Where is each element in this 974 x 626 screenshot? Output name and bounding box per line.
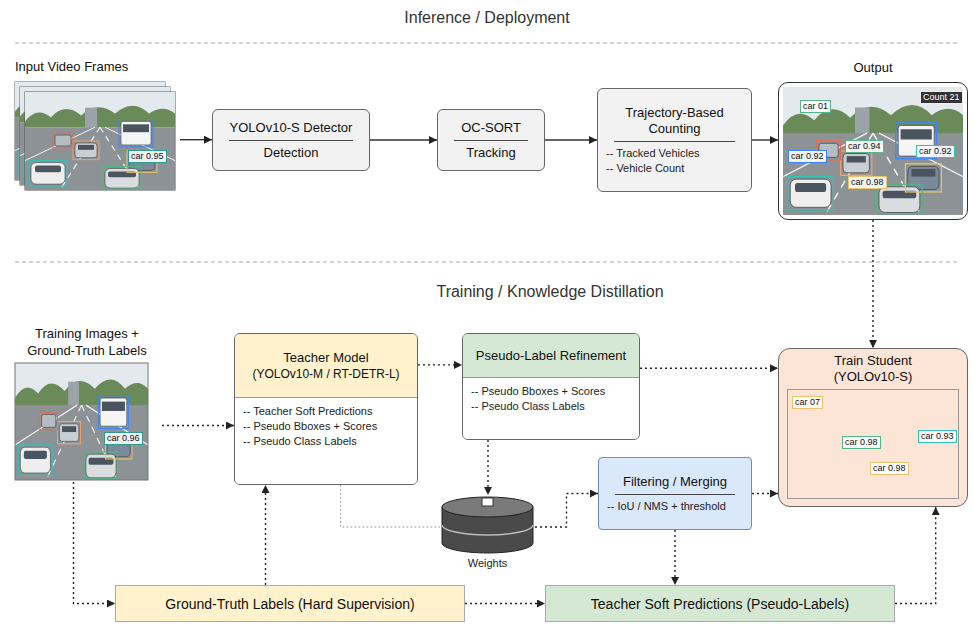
supervision-bar: Teacher Soft Predictions (Pseudo-Labels)	[545, 585, 895, 622]
node-text: Detection	[221, 145, 361, 161]
process-box: OC-SORT Tracking	[437, 109, 545, 171]
divider	[614, 141, 735, 142]
count-badge: Count 21	[920, 91, 963, 104]
cylinder-shape	[440, 495, 535, 555]
divider	[454, 140, 528, 141]
connector	[752, 493, 778, 494]
node-section: Teacher Model(YOLOv10-M / RT-DETR-L)	[235, 334, 417, 398]
image-panel: Training Images + Ground-Truth Labels	[12, 325, 162, 482]
cylinder-outline	[440, 495, 535, 555]
connector	[265, 485, 266, 585]
node-text: YOLOv10-S Detector	[221, 120, 361, 136]
detection-tag: car 0.92	[916, 145, 955, 158]
detection-tag: car 0.94	[845, 140, 884, 153]
node-text: Filtering / Merging	[607, 474, 743, 490]
connector	[487, 440, 488, 495]
process-box: Filtering / Merging -- IoU / NMS + thresh…	[598, 457, 752, 530]
detection-tag: car 0.96	[104, 432, 143, 445]
detection-tag: car 0.95	[128, 150, 167, 163]
connector	[180, 139, 212, 140]
node-text: Ground-Truth Labels (Hard Supervision)	[165, 595, 414, 613]
connector	[872, 220, 873, 348]
connector	[535, 494, 598, 528]
node-text: Weights	[440, 555, 535, 571]
process-box: YOLOv10-S DetectorDetection	[212, 109, 370, 171]
detection-tag: car 0.98	[870, 462, 909, 475]
detection-tag: car 0.98	[848, 176, 887, 189]
node-text: -- IoU / NMS + threshold	[607, 499, 743, 514]
node-text: (YOLOv10-S)	[779, 369, 967, 385]
connector	[895, 507, 936, 604]
connector	[674, 530, 675, 585]
detection-tag: car 07	[792, 396, 823, 409]
training-image	[15, 363, 148, 480]
node-text: -- Vehicle Count	[606, 161, 743, 176]
connector	[341, 485, 440, 527]
model-box: Teacher Model(YOLOv10-M / RT-DETR-L)-- T…	[234, 333, 418, 485]
section-title: Training / Knowledge Distillation	[300, 282, 800, 302]
detection-tag: car 01	[800, 100, 831, 113]
panel-heading: Training Images + Ground-Truth Labels	[12, 325, 162, 359]
node-text: -- Pseudo Bboxes + Scores	[243, 419, 409, 434]
node-text: (YOLOv10-M / RT-DETR-L)	[239, 366, 413, 382]
input-frames	[15, 82, 175, 190]
node-text: -- Pseudo Class Labels	[243, 434, 409, 449]
node-text: Teacher Soft Predictions (Pseudo-Labels)	[591, 595, 849, 613]
divider	[615, 494, 735, 495]
connector	[162, 425, 234, 426]
process-box: Pseudo-Label Refinement -- Pseudo Bboxes …	[462, 333, 640, 440]
node-text: Train Student	[779, 353, 967, 369]
node-section: -- Pseudo Bboxes + Scores-- Pseudo Class…	[463, 378, 639, 439]
output-image	[783, 87, 963, 215]
node-text: Tracking	[446, 145, 536, 161]
node-text: -- Pseudo Bboxes + Scores	[471, 384, 631, 399]
divider	[229, 140, 353, 141]
separator	[15, 262, 960, 263]
node-text: -- Teacher Soft Predictions	[243, 404, 409, 419]
section-title: Inference / Deployment	[237, 8, 737, 28]
image-panel: Input Video Frames	[15, 58, 180, 192]
node-text: -- Pseudo Class Labels	[471, 399, 631, 414]
node-text: OC-SORT	[446, 120, 536, 136]
node-section: Pseudo-Label Refinement	[463, 334, 639, 378]
connector	[370, 139, 437, 140]
connector	[640, 368, 778, 369]
connector	[74, 482, 116, 604]
detection-tag: car 0.92	[788, 150, 827, 163]
separator	[15, 43, 960, 44]
output-panel: Output	[778, 58, 968, 220]
panel-heading: Input Video Frames	[15, 58, 180, 76]
node-section: -- Teacher Soft Predictions-- Pseudo Bbo…	[235, 398, 417, 484]
detection-tag: car 0.98	[842, 436, 881, 449]
node-text: Pseudo-Label Refinement	[467, 348, 635, 364]
connector	[545, 139, 597, 140]
connector	[752, 139, 778, 140]
detection-tag: car 0.93	[918, 430, 957, 443]
student-box: Train Student(YOLOv10-S)	[778, 348, 968, 507]
connector	[418, 364, 462, 365]
node-text: Trajectory-Based Counting	[606, 105, 743, 137]
supervision-bar: Ground-Truth Labels (Hard Supervision)	[115, 585, 465, 622]
node-text: -- Tracked Vehicles	[606, 146, 743, 161]
database-cylinder: Weights	[440, 495, 535, 575]
panel-heading: Output	[778, 58, 968, 78]
connector	[465, 603, 545, 604]
process-box: Trajectory-Based Counting -- Tracked Vehi…	[597, 88, 752, 192]
node-text: Teacher Model	[239, 350, 413, 366]
